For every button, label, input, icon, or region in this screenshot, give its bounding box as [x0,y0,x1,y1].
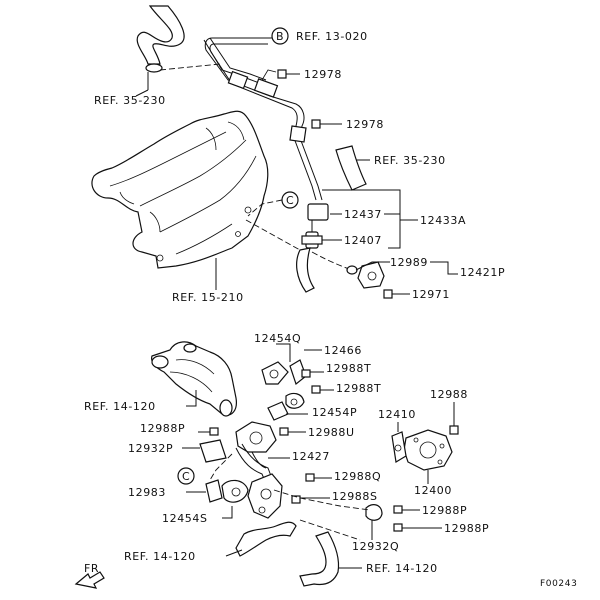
part-12421p: 12421P [460,266,505,279]
part-12971: 12971 [412,288,450,301]
part-12932q-bracket [365,504,383,521]
part-12410-gasket [391,431,407,463]
fr-label: FR [84,562,99,575]
part-12988u: 12988U [308,426,355,439]
ref-14-120-b: REF. 14-120 [124,550,196,563]
part-12978-b: 12978 [346,118,384,131]
callout-b: B [268,27,289,45]
bolt-12978-a [277,69,300,79]
part-12466: 12466 [324,344,362,357]
intake-manifold [91,110,269,269]
ref-35-230-right: REF. 35-230 [374,154,446,167]
part-12988t-a: 12988T [326,362,371,375]
bolt-12988u [279,427,306,436]
bolt-12971 [383,289,410,299]
part-12454q: 12454Q [254,332,301,345]
bolt-12988t-b [311,385,334,394]
part-12454s: 12454S [162,512,208,525]
part-12427: 12427 [292,450,330,463]
part-12988: 12988 [430,388,468,401]
egr-pipe-12427 [235,443,275,489]
part-12454p-flange [267,401,289,421]
part-12454s-gasket [221,479,249,503]
part-12454q-gasket [261,361,289,385]
part-12454p: 12454P [312,406,357,419]
exhaust-housing [151,341,237,417]
part-12410: 12410 [378,408,416,421]
callout-c-top: C [245,191,301,251]
part-12988p-b: 12988P [422,504,467,517]
part-12433a: 12433A [420,214,466,227]
bolt-12978-b [311,119,342,129]
ref-35-230-left: REF. 35-230 [94,94,166,107]
lower-hose-left [235,521,297,557]
part-12437-hose [307,203,329,221]
part-12407: 12407 [344,234,382,247]
part-12407-valve [301,220,323,249]
lower-hose [296,247,315,293]
callout-b-letter: B [276,30,284,43]
lower-hose-right [299,531,340,587]
ref-13-020: REF. 13-020 [296,30,368,43]
part-12932p-bracket [199,439,227,463]
part-12989: 12989 [390,256,428,269]
pcv-pipes [203,37,323,201]
bolt-12988p-c [393,523,442,532]
part-12454p-gasket [285,392,305,409]
part-12989-gasket [346,265,358,275]
part-12988t-b: 12988T [336,382,381,395]
part-12988p-a: 12988P [140,422,185,435]
part-12932q: 12932Q [352,540,399,553]
part-12932p-a: 12932P [128,442,173,455]
part-12421p-valve [357,261,385,289]
bolt-12988t-a [301,369,324,378]
callout-c-top-letter: C [286,194,294,207]
right-hose-stub [335,145,367,191]
egr-mount [247,473,283,519]
part-12400-egr-valve [403,429,453,471]
bolt-12988p-b [393,505,420,514]
callout-c-bottom: C [177,467,195,485]
top-hose [136,5,185,73]
part-12988s: 12988S [332,490,378,503]
bolt-12988q [305,473,332,482]
ref-15-210: REF. 15-210 [172,291,244,304]
part-12437: 12437 [344,208,382,221]
part-12988q: 12988Q [334,470,381,483]
part-12400: 12400 [414,484,452,497]
callout-c-bottom-letter: C [182,470,190,483]
bolt-12988p-a [198,427,219,436]
figure-code: F00243 [540,579,577,589]
bolt-12988s [291,495,330,504]
part-12988p-c: 12988P [444,522,489,535]
front-arrow-icon [74,571,105,589]
part-12983-bracket [205,479,223,503]
egr-valve-body [235,421,277,453]
part-12983: 12983 [128,486,166,499]
part-12978-a: 12978 [304,68,342,81]
ref-14-120-a: REF. 14-120 [84,400,156,413]
ref-14-120-c: REF. 14-120 [366,562,438,575]
bolt-12988 [449,402,459,435]
